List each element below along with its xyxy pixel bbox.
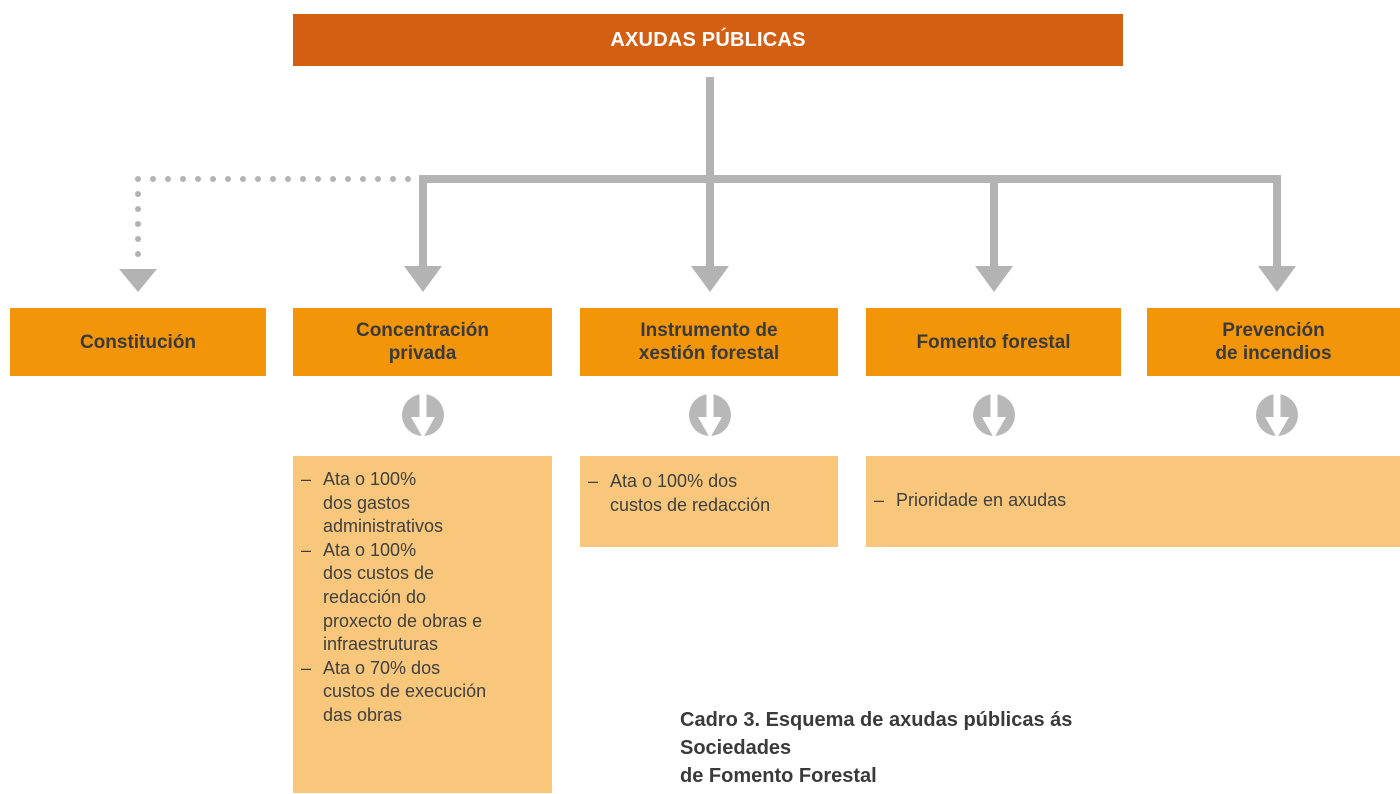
category-prevencion-incendios: Prevención de incendios xyxy=(1147,308,1400,376)
category-label: Instrumento de xyxy=(640,320,778,341)
benefit-item: Prioridade en axudas xyxy=(866,489,1400,513)
trunk-line xyxy=(706,77,714,183)
dotted-connector xyxy=(135,176,411,257)
down-arrow-icon xyxy=(402,392,444,438)
category-fomento-forestal: Fomento forestal xyxy=(866,308,1121,376)
down-arrow-icon xyxy=(689,392,731,438)
figure-caption: Cadro 3. Esquema de axudas públicas ás S… xyxy=(680,709,1073,787)
arrowhead-dotted xyxy=(119,269,157,292)
category-instrumento-xestion: Instrumento de xestión forestal xyxy=(580,308,838,376)
down-arrow-icon xyxy=(973,392,1015,438)
benefit-item: Ata o 100% dos custos de redacción do pr… xyxy=(293,539,552,657)
arrowhead xyxy=(1258,266,1296,292)
category-label: xestión forestal xyxy=(638,343,780,364)
title-label: AXUDAS PÚBLICAS xyxy=(610,28,806,51)
branch-line xyxy=(419,175,427,267)
benefit-item: Ata o 100% dos gastos administrativos xyxy=(293,468,552,539)
benefits-instrumento: Ata o 100% dos custos de redacción xyxy=(580,456,838,547)
axudas-publicas-box: AXUDAS PÚBLICAS xyxy=(293,14,1123,66)
category-label: Constitución xyxy=(79,331,197,353)
benefits-concentracion: Ata o 100% dos gastos administrativos At… xyxy=(293,456,552,793)
category-label: privada xyxy=(388,343,457,364)
category-label: Concentración xyxy=(355,320,490,341)
bus-line xyxy=(419,175,1281,183)
down-arrow-icon xyxy=(1256,392,1298,438)
category-constitucion: Constitución xyxy=(10,308,266,376)
branch-line xyxy=(706,175,714,267)
branch-line xyxy=(1273,175,1281,267)
arrowhead xyxy=(975,266,1013,292)
benefit-item: Ata o 70% dos custos de execución das ob… xyxy=(293,657,552,728)
category-label: de incendios xyxy=(1215,343,1332,364)
branch-line xyxy=(990,175,998,267)
arrowhead xyxy=(404,266,442,292)
benefit-item: Ata o 100% dos custos de redacción xyxy=(580,470,838,517)
category-label: Prevención xyxy=(1222,320,1325,341)
category-label: Fomento forestal xyxy=(916,331,1071,353)
arrowhead xyxy=(691,266,729,292)
benefits-fomento-prevencion: Prioridade en axudas xyxy=(866,456,1400,547)
category-concentracion-privada: Concentración privada xyxy=(293,308,552,376)
